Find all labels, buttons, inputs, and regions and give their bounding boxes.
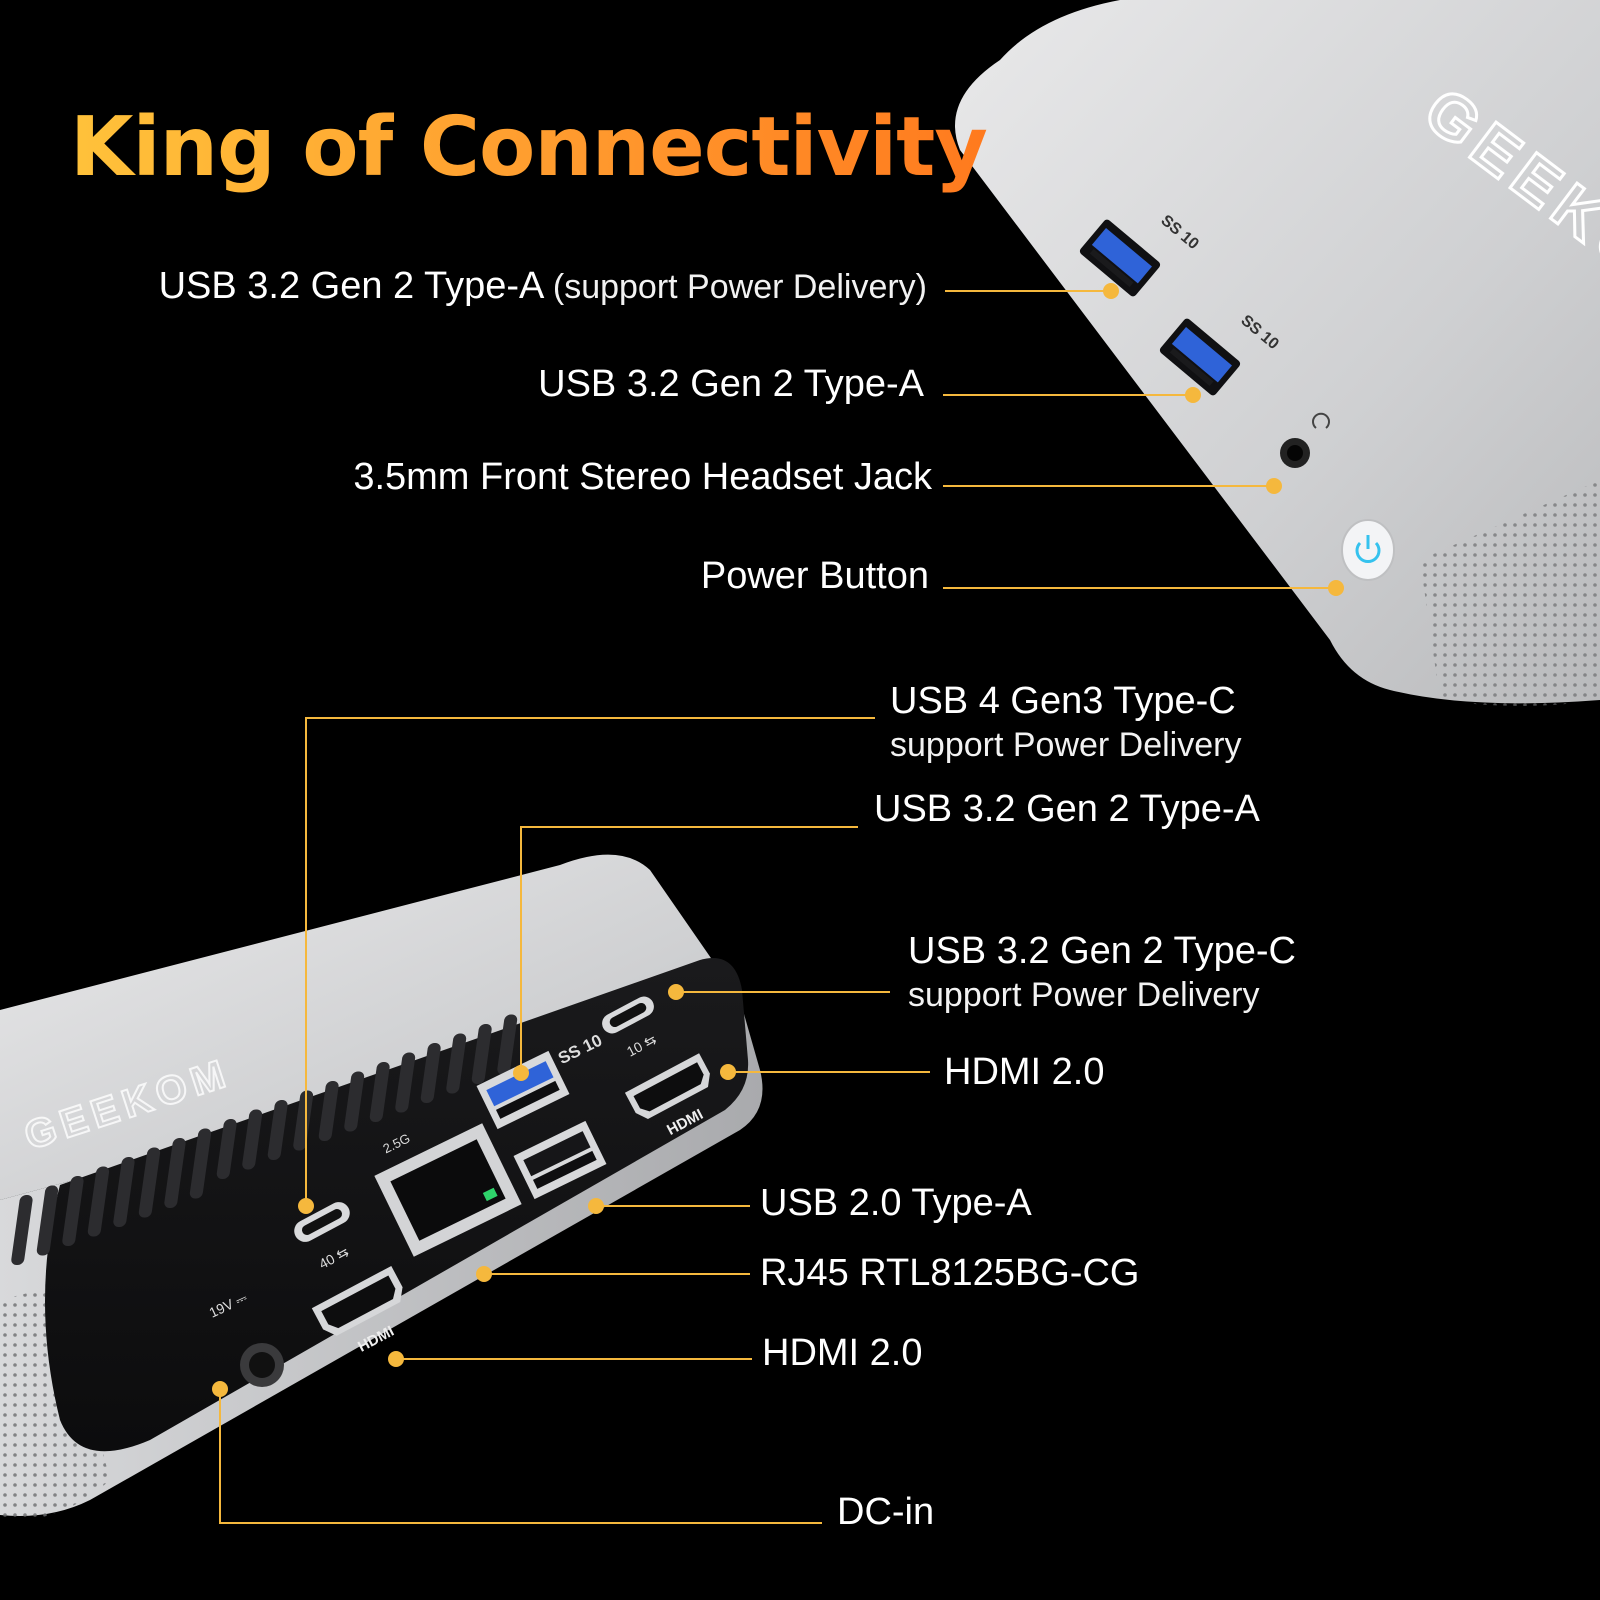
vent-slot — [87, 1166, 110, 1237]
vent-slot — [267, 1100, 288, 1160]
label-front-usb-a-1-main: USB 3.2 Gen 2 Type-A — [158, 265, 543, 307]
vent-slot — [318, 1081, 339, 1141]
vent-slot — [344, 1071, 365, 1132]
side-vent-grille — [1420, 480, 1600, 706]
vent-slot — [293, 1090, 314, 1151]
headset-jack — [1280, 412, 1330, 468]
label-front-usb-a-2: USB 3.2 Gen 2 Type-A — [538, 363, 924, 405]
label-usb4-type-c-main: USB 4 Gen3 Type-C — [890, 680, 1236, 722]
label-usb-type-c-main: USB 3.2 Gen 2 Type-C — [908, 930, 1296, 972]
vent-slot — [446, 1033, 467, 1094]
label-rear-usb-a-3: USB 3.2 Gen 2 Type-A — [874, 788, 1260, 830]
power-button-graphic — [1341, 519, 1395, 581]
leader-dc-in — [219, 1389, 822, 1524]
leader-hdmi-2-left-dot — [388, 1351, 404, 1367]
vent-slot — [420, 1043, 441, 1103]
vent-slot — [138, 1147, 161, 1218]
label-dc-in: DC-in — [837, 1491, 935, 1533]
label-usb-2: USB 2.0 Type-A — [760, 1182, 1032, 1224]
vent-slot — [395, 1052, 416, 1113]
rear-device: GEEKOM 19V ⎓ HDMI — [0, 854, 763, 1521]
vent-slot — [189, 1128, 212, 1199]
leader-rear-usb-a-3-dot — [513, 1065, 529, 1081]
leader-rear-usb-a-3 — [520, 826, 858, 1073]
leader-lines — [212, 283, 1344, 1524]
label-hdmi-2-left: HDMI 2.0 — [762, 1332, 923, 1374]
leader-usb-2-dot — [588, 1198, 604, 1214]
vent-slot — [113, 1157, 135, 1227]
vent-slot — [216, 1119, 237, 1179]
vent-slot — [369, 1062, 390, 1122]
vent-slot — [164, 1138, 186, 1208]
leader-power-button-dot — [1328, 580, 1344, 596]
label-usb-type-c: USB 3.2 Gen 2 Type-C support Power Deliv… — [908, 930, 1296, 1014]
vent-slot — [11, 1195, 33, 1265]
label-power-button: Power Button — [700, 555, 929, 597]
rear-vent-grille — [0, 1285, 110, 1521]
leader-front-usb-a-2-dot — [1185, 387, 1201, 403]
page-title: King of Connectivity — [70, 100, 988, 195]
leader-usb-type-c-dot — [668, 984, 684, 1000]
vent-slot — [36, 1185, 59, 1256]
label-usb4-type-c-sub: support Power Delivery — [890, 725, 1242, 764]
vent-slot — [62, 1176, 84, 1246]
headphone-icon — [1312, 412, 1330, 429]
front-device: GEEKOM SS 10 SS 10 — [955, 0, 1600, 706]
label-hdmi-2-right: HDMI 2.0 — [944, 1051, 1105, 1093]
leader-hdmi-2-right-dot — [720, 1064, 736, 1080]
rear-vent-slots — [11, 1014, 518, 1265]
vent-slot — [497, 1014, 518, 1075]
rear-usb-a-2-port — [513, 1120, 607, 1200]
leader-usb4-type-c — [305, 717, 875, 1206]
leader-rj45-dot — [476, 1266, 492, 1282]
leader-front-usb-a-1-dot — [1103, 283, 1119, 299]
label-usb-type-c-sub: support Power Delivery — [908, 975, 1260, 1014]
label-headset-jack: 3.5mm Front Stereo Headset Jack — [353, 456, 932, 498]
vent-slot — [471, 1024, 492, 1084]
leader-dc-in-dot — [212, 1381, 228, 1397]
rear-usb4-type-c-port: 40 ⇆ — [294, 1202, 351, 1272]
power-icon — [1355, 541, 1381, 563]
leader-usb4-type-c-dot — [298, 1198, 314, 1214]
label-front-usb-a-1: USB 3.2 Gen 2 Type-A (support Power Deli… — [158, 265, 927, 308]
label-front-usb-a-1-sub: (support Power Delivery) — [552, 268, 927, 306]
label-usb4-type-c: USB 4 Gen3 Type-C support Power Delivery — [890, 680, 1242, 764]
leader-headset-jack-dot — [1266, 478, 1282, 494]
label-rj45: RJ45 RTL8125BG-CG — [760, 1252, 1140, 1294]
rear-usb-a-blue-port: SS 10 — [476, 1031, 605, 1130]
vent-slot — [242, 1109, 263, 1170]
